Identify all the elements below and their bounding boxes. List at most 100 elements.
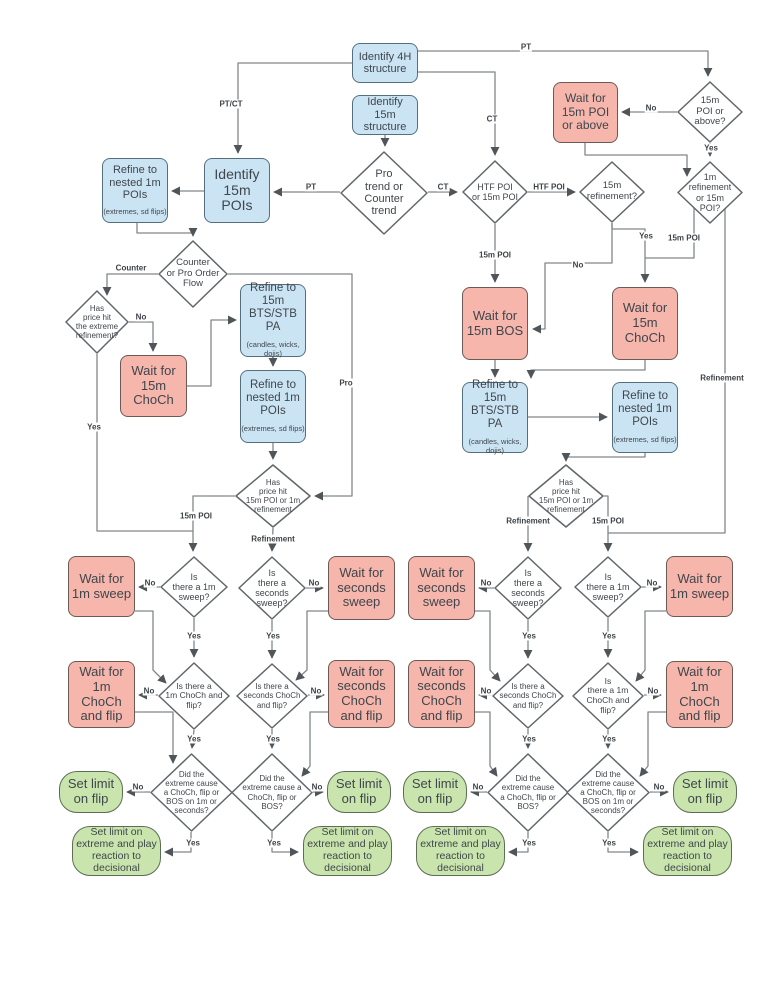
diamond-shape: [574, 556, 642, 618]
connector: [102, 273, 158, 296]
edge-label: Refinement: [250, 534, 296, 544]
connector: [639, 711, 666, 777]
edge-label: No: [479, 686, 493, 696]
diamond-shape: [158, 662, 230, 730]
connector: [233, 62, 352, 154]
edge-label: Yes: [638, 231, 654, 241]
connector: [188, 495, 235, 552]
connector: [135, 610, 167, 684]
edge-label: Yes: [601, 838, 617, 848]
connector: [611, 223, 650, 283]
diamond-shape: [572, 662, 644, 730]
connector: [532, 223, 613, 334]
diamond-shape: [238, 556, 306, 620]
edge-label: No: [571, 260, 585, 270]
diamond-shape: [677, 161, 743, 224]
connector: [608, 206, 726, 534]
edge-label: Yes: [601, 734, 617, 744]
connector: [645, 208, 695, 259]
edge-label: Yes: [266, 838, 282, 848]
connector: [135, 711, 178, 764]
edge-label: PT: [519, 42, 533, 52]
edge-label: No: [310, 782, 324, 792]
diamond-shape: [566, 753, 650, 832]
edge-label: Refinement: [699, 373, 745, 383]
connector: [96, 354, 193, 532]
diamond-shape: [462, 160, 528, 224]
diamond-shape: [150, 753, 233, 832]
edge-label: Yes: [601, 631, 617, 641]
connector: [475, 711, 498, 777]
edge-label: HTF POI: [532, 182, 566, 192]
diamond-shape: [528, 464, 604, 528]
edge-label: No: [652, 782, 666, 792]
node-sublabel: (candles, wicks, dojis): [246, 340, 300, 359]
diamond-shape: [677, 81, 743, 143]
diamond-shape: [236, 663, 308, 729]
edge-label: Refinement: [505, 516, 551, 526]
edge-label: Yes: [186, 734, 202, 744]
connector: [301, 711, 328, 777]
edge-label: Yes: [185, 838, 201, 848]
diamond-shape: [579, 161, 645, 223]
diamond-shape: [494, 556, 562, 620]
connector: [418, 50, 713, 77]
